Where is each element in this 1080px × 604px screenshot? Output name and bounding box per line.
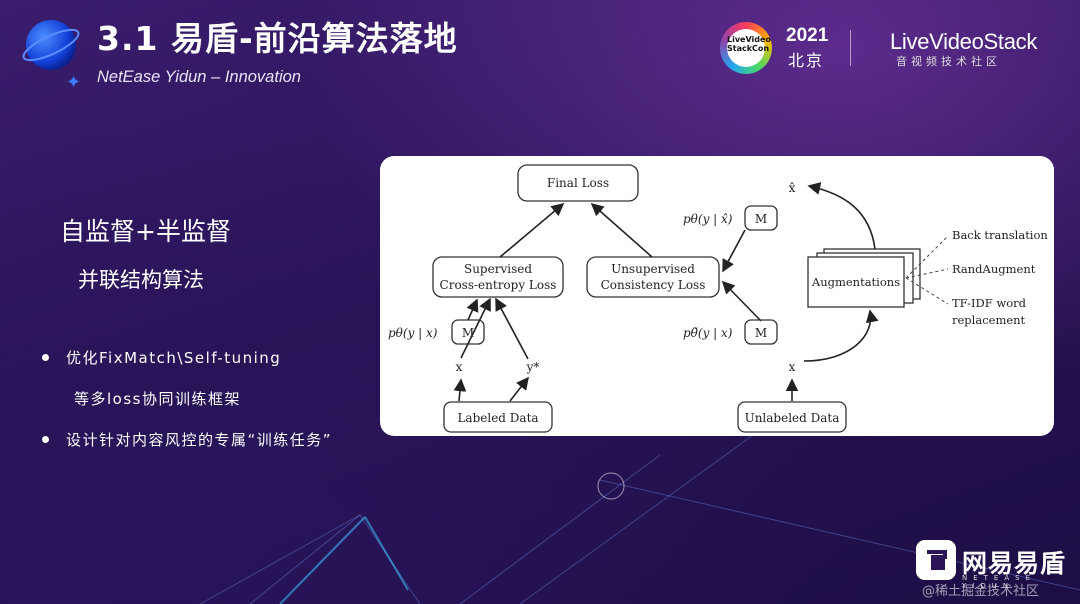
planet-icon xyxy=(22,20,80,70)
cross-entropy-label: Cross-entropy Loss xyxy=(440,278,557,292)
bullet-dot xyxy=(42,436,49,443)
bullet-dot xyxy=(42,354,49,361)
unsupervised-label: Unsupervised xyxy=(611,262,695,276)
unlabeled-data-box xyxy=(737,401,847,433)
header-divider xyxy=(850,30,851,66)
x-label: x xyxy=(456,360,463,374)
final-loss-box xyxy=(517,164,639,202)
labeled-data-box xyxy=(443,401,553,433)
diagram-card: Final Loss Supervised Cross-entropy Loss… xyxy=(380,156,1054,436)
architecture-diagram: Final Loss Supervised Cross-entropy Loss… xyxy=(388,164,1048,433)
aug-option: replacement xyxy=(952,313,1026,327)
p-theta-x-label: pθ(y | x) xyxy=(388,326,438,340)
left-heading-1: 自监督+半监督 xyxy=(60,217,231,246)
augmentations-box xyxy=(807,256,905,308)
model-box xyxy=(744,205,778,231)
event-city: 北京 xyxy=(788,51,825,70)
model-label: M xyxy=(755,326,767,340)
left-heading-2: 并联结构算法 xyxy=(78,268,204,292)
yidun-logo-icon xyxy=(916,540,956,580)
unlabeled-data-label: Unlabeled Data xyxy=(745,411,840,425)
aug-option: TF-IDF word xyxy=(952,296,1027,310)
sparkle-icon: ✦ xyxy=(66,72,82,93)
bullet-2-line-1: 设计针对内容风控的专属“训练任务” xyxy=(66,431,333,449)
event-year: 2021 xyxy=(786,25,829,46)
brand-subtitle: 音视频技术社区 xyxy=(896,55,1001,68)
final-loss-label: Final Loss xyxy=(547,176,609,190)
diagram-reflection xyxy=(380,436,1054,496)
watermark: @稀土掘金技术社区 xyxy=(922,584,1040,599)
p-thetahat-x-label: pθ̃(y | x) xyxy=(683,326,733,340)
model-label: M xyxy=(462,326,474,340)
bullet-1-line-2: 等多loss协同训练框架 xyxy=(74,390,241,408)
event-logo: LiveVideo StackCon xyxy=(720,22,772,74)
supervised-loss-box xyxy=(432,256,564,298)
slide-title: 3.1 易盾-前沿算法落地 xyxy=(97,19,458,58)
aug-option: Back translation xyxy=(952,228,1048,242)
event-logo-text: LiveVideo StackCon xyxy=(727,29,771,67)
yidun-brand-subtitle: NETEASE YIDUN xyxy=(962,574,1037,590)
x-label: x xyxy=(789,360,796,374)
yidun-brand-name: 网易易盾 xyxy=(962,549,1067,578)
labeled-data-label: Labeled Data xyxy=(457,411,538,425)
aug-option: RandAugment xyxy=(952,262,1036,276)
p-theta-xhat-label: pθ(y | x̂) xyxy=(683,212,733,226)
slide-subtitle: NetEase Yidun – Innovation xyxy=(97,68,301,86)
bullet-1-line-1: 优化FixMatch\Self-tuning xyxy=(66,349,282,367)
y-star-label: y* xyxy=(526,360,540,374)
model-label: M xyxy=(755,212,767,226)
supervised-label: Supervised xyxy=(464,262,532,276)
augmentations-label: Augmentations xyxy=(811,275,900,289)
consistency-loss-label: Consistency Loss xyxy=(601,278,706,292)
brand-logo: LiveVideoStack xyxy=(890,29,1038,54)
unsupervised-loss-box xyxy=(586,256,720,298)
x-hat-label: x̂ xyxy=(789,181,796,195)
